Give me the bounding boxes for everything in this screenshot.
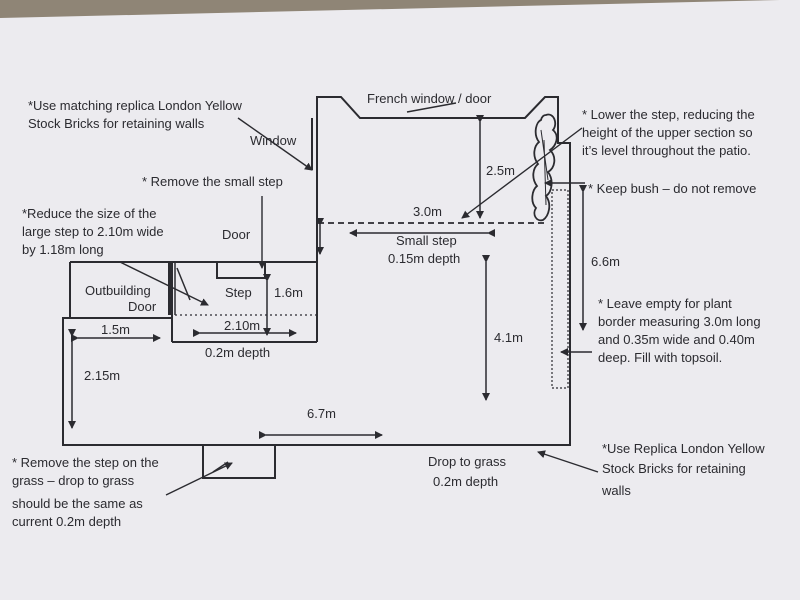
small-step-by-door <box>216 261 266 279</box>
note-bricks-bottom-line1: *Use Replica London Yellow <box>602 441 765 456</box>
bush-detail <box>540 129 549 206</box>
pointer-french-window <box>406 102 457 113</box>
note-lower-step-line1: * Lower the step, reducing the <box>582 107 755 122</box>
dim-6-6: 6.6m <box>591 254 620 269</box>
label-outbuilding: Outbuilding <box>85 283 151 298</box>
label-drop-depth: 0.2m depth <box>433 474 498 489</box>
note-plant-border-line3: and 0.35m wide and 0.40m <box>598 332 755 347</box>
note-grass-step-line3: should be the same as <box>12 496 143 511</box>
grass-step <box>202 445 276 479</box>
note-reduce-large-step-line2: large step to 2.10m wide <box>22 224 164 239</box>
note-reduce-large-step-line1: *Reduce the size of the <box>22 206 156 221</box>
note-bricks-top-line2: Stock Bricks for retaining walls <box>28 116 205 131</box>
dim-2-5: 2.5m <box>486 163 515 178</box>
label-step: Step <box>225 285 252 300</box>
note-reduce-large-step-line3: by 1.18m long <box>22 242 104 257</box>
note-bricks-top-line1: *Use matching replica London Yellow <box>28 98 243 113</box>
label-drop-to-grass: Drop to grass <box>428 454 507 469</box>
pointer-bricks-top <box>237 117 313 171</box>
note-lower-step-line3: it’s level throughout the patio. <box>582 143 751 158</box>
note-plant-border-line4: deep. Fill with topsoil. <box>598 350 722 365</box>
label-french-window: French window / door <box>367 91 492 106</box>
dim-2-10: 2.10m <box>224 318 260 333</box>
pointer-bricks-bottom <box>537 450 599 473</box>
dim-1-6: 1.6m <box>274 285 303 300</box>
label-small-step-depth: 0.15m depth <box>388 251 460 266</box>
dim-1-5: 1.5m <box>101 322 130 337</box>
note-lower-step-line2: height of the upper section so <box>582 125 753 140</box>
note-keep-bush: * Keep bush – do not remove <box>588 181 756 196</box>
dim-3-0: 3.0m <box>413 204 442 219</box>
bush-shape <box>531 113 558 222</box>
note-grass-step-line1: * Remove the step on the <box>12 455 159 470</box>
dim-6-7: 6.7m <box>307 406 336 421</box>
dim-4-1: 4.1m <box>494 330 523 345</box>
note-bricks-bottom-line3: walls <box>601 483 631 498</box>
dim-2-15: 2.15m <box>84 368 120 383</box>
label-window: Window <box>250 133 297 148</box>
pointer-lower-step <box>461 127 583 219</box>
label-large-step-depth: 0.2m depth <box>205 345 270 360</box>
label-door: Door <box>222 227 251 242</box>
pointer-reduce-large-step <box>119 261 209 306</box>
label-small-step: Small step <box>396 233 457 248</box>
label-outbuilding-door: Door <box>128 299 157 314</box>
note-grass-step-line2: grass – drop to grass <box>12 473 135 488</box>
note-remove-small-step: * Remove the small step <box>142 174 283 189</box>
note-grass-step-line4: current 0.2m depth <box>12 514 121 529</box>
note-plant-border-line1: * Leave empty for plant <box>598 296 732 311</box>
note-plant-border-line2: border measuring 3.0m long <box>598 314 761 329</box>
note-bricks-bottom-line2: Stock Bricks for retaining <box>602 461 746 476</box>
pointer-grass-step <box>165 462 233 496</box>
plant-border-outline <box>551 189 569 389</box>
